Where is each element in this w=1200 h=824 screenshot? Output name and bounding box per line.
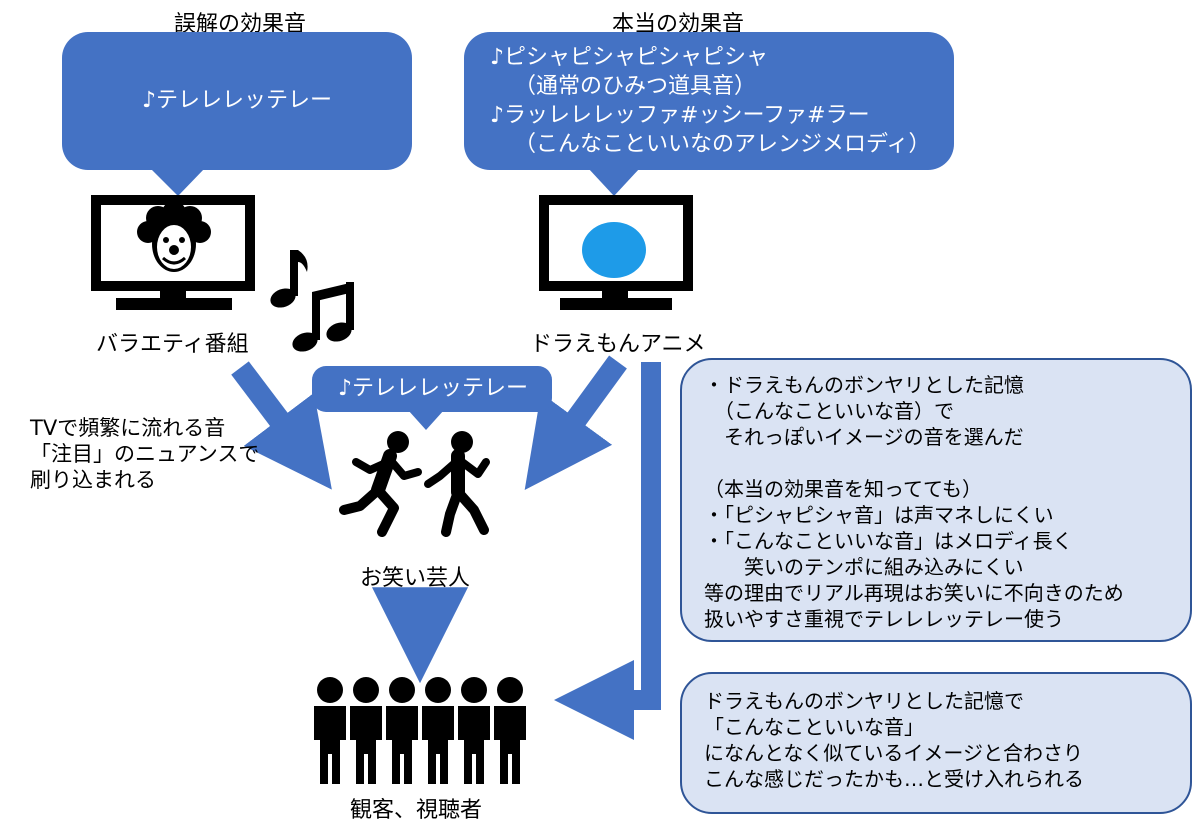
- note2-line-1: ドラえもんのボンヤリとした記憶で: [704, 689, 1024, 713]
- side-note-line-2: 「注目」のニュアンスで: [30, 442, 260, 466]
- note1-line-9: 等の理由でリアル再現はお笑いに不向きのため: [704, 581, 1124, 605]
- doraemon-head-icon: [582, 222, 646, 278]
- note1-line-6: ・「ピシャピシャ音」は声マネしにくい: [704, 503, 1054, 527]
- note1-line-10: 扱いやすさ重視でテレレレッテレー使う: [704, 607, 1064, 631]
- note1-line-1: ・ドラえもんのボンヤリとした記憶: [704, 373, 1024, 397]
- note2-line-3: になんとなく似ているイメージと合わさり: [704, 741, 1083, 765]
- speech-bubble-true-sound: ♪ピシャピシャピシャピシャ （通常のひみつ道具音） ♪ラッレレレッファ#ッシーフ…: [464, 32, 954, 170]
- arrow-anime-to-audience: [554, 362, 661, 740]
- speech-bubble-true-line-2: （通常のひみつ道具音）: [514, 74, 757, 99]
- speech-bubble-true-line-4: （こんなこといいなのアレンジメロディ）: [514, 132, 931, 157]
- side-note-line-3: 刷り込まれる: [30, 468, 156, 492]
- speech-bubble-true-line-1: ♪ピシャピシャピシャピシャ: [490, 45, 769, 70]
- note1-line-8: 笑いのテンポに組み込みにくい: [704, 555, 1024, 579]
- note2-line-4: こんな感じだったかも…と受け入れられる: [704, 767, 1084, 791]
- arrow-anime-to-comedians: [524, 355, 627, 490]
- speech-bubble-comedian-text: ♪テレレレッテレー: [338, 376, 529, 401]
- note-box-audience-reason: ドラえもんのボンヤリとした記憶で 「こんなこといいな音」 になんとなく似ているイ…: [680, 672, 1192, 814]
- speech-bubble-true-line-3: ♪ラッレレレッファ#ッシーファ#ラー: [490, 103, 870, 128]
- clown-icon: [137, 201, 211, 272]
- note1-line-3: それっぽいイメージの音を選んだ: [704, 425, 1024, 449]
- note1-line-7: ・「こんなこといいな音」はメロディ長く: [704, 529, 1073, 553]
- note-box-comedian-reason: ・ドラえもんのボンヤリとした記憶 （こんなこといいな音）で それっぽいイメージの…: [680, 358, 1192, 642]
- speech-bubble-comedian: ♪テレレレッテレー: [312, 366, 552, 412]
- node-variety-show: バラエティ番組: [96, 332, 249, 357]
- node-doraemon-anime: ドラえもんアニメ: [530, 332, 706, 357]
- note1-line-5: （本当の効果音を知ってても）: [704, 477, 982, 501]
- node-comedians: お笑い芸人: [360, 566, 471, 591]
- node-audience: 観客、視聴者: [350, 798, 483, 823]
- side-note-line-1: TVで頻繁に流れる音: [30, 416, 226, 440]
- speech-bubble-variety: ♪テレレレッテレー: [62, 32, 412, 170]
- note1-line-2: （こんなこといいな音）で: [704, 399, 954, 423]
- arrow-variety-to-comedians: [231, 361, 332, 490]
- note2-line-2: 「こんなこといいな音」: [704, 715, 924, 739]
- speech-bubble-variety-text: ♪テレレレッテレー: [142, 88, 333, 113]
